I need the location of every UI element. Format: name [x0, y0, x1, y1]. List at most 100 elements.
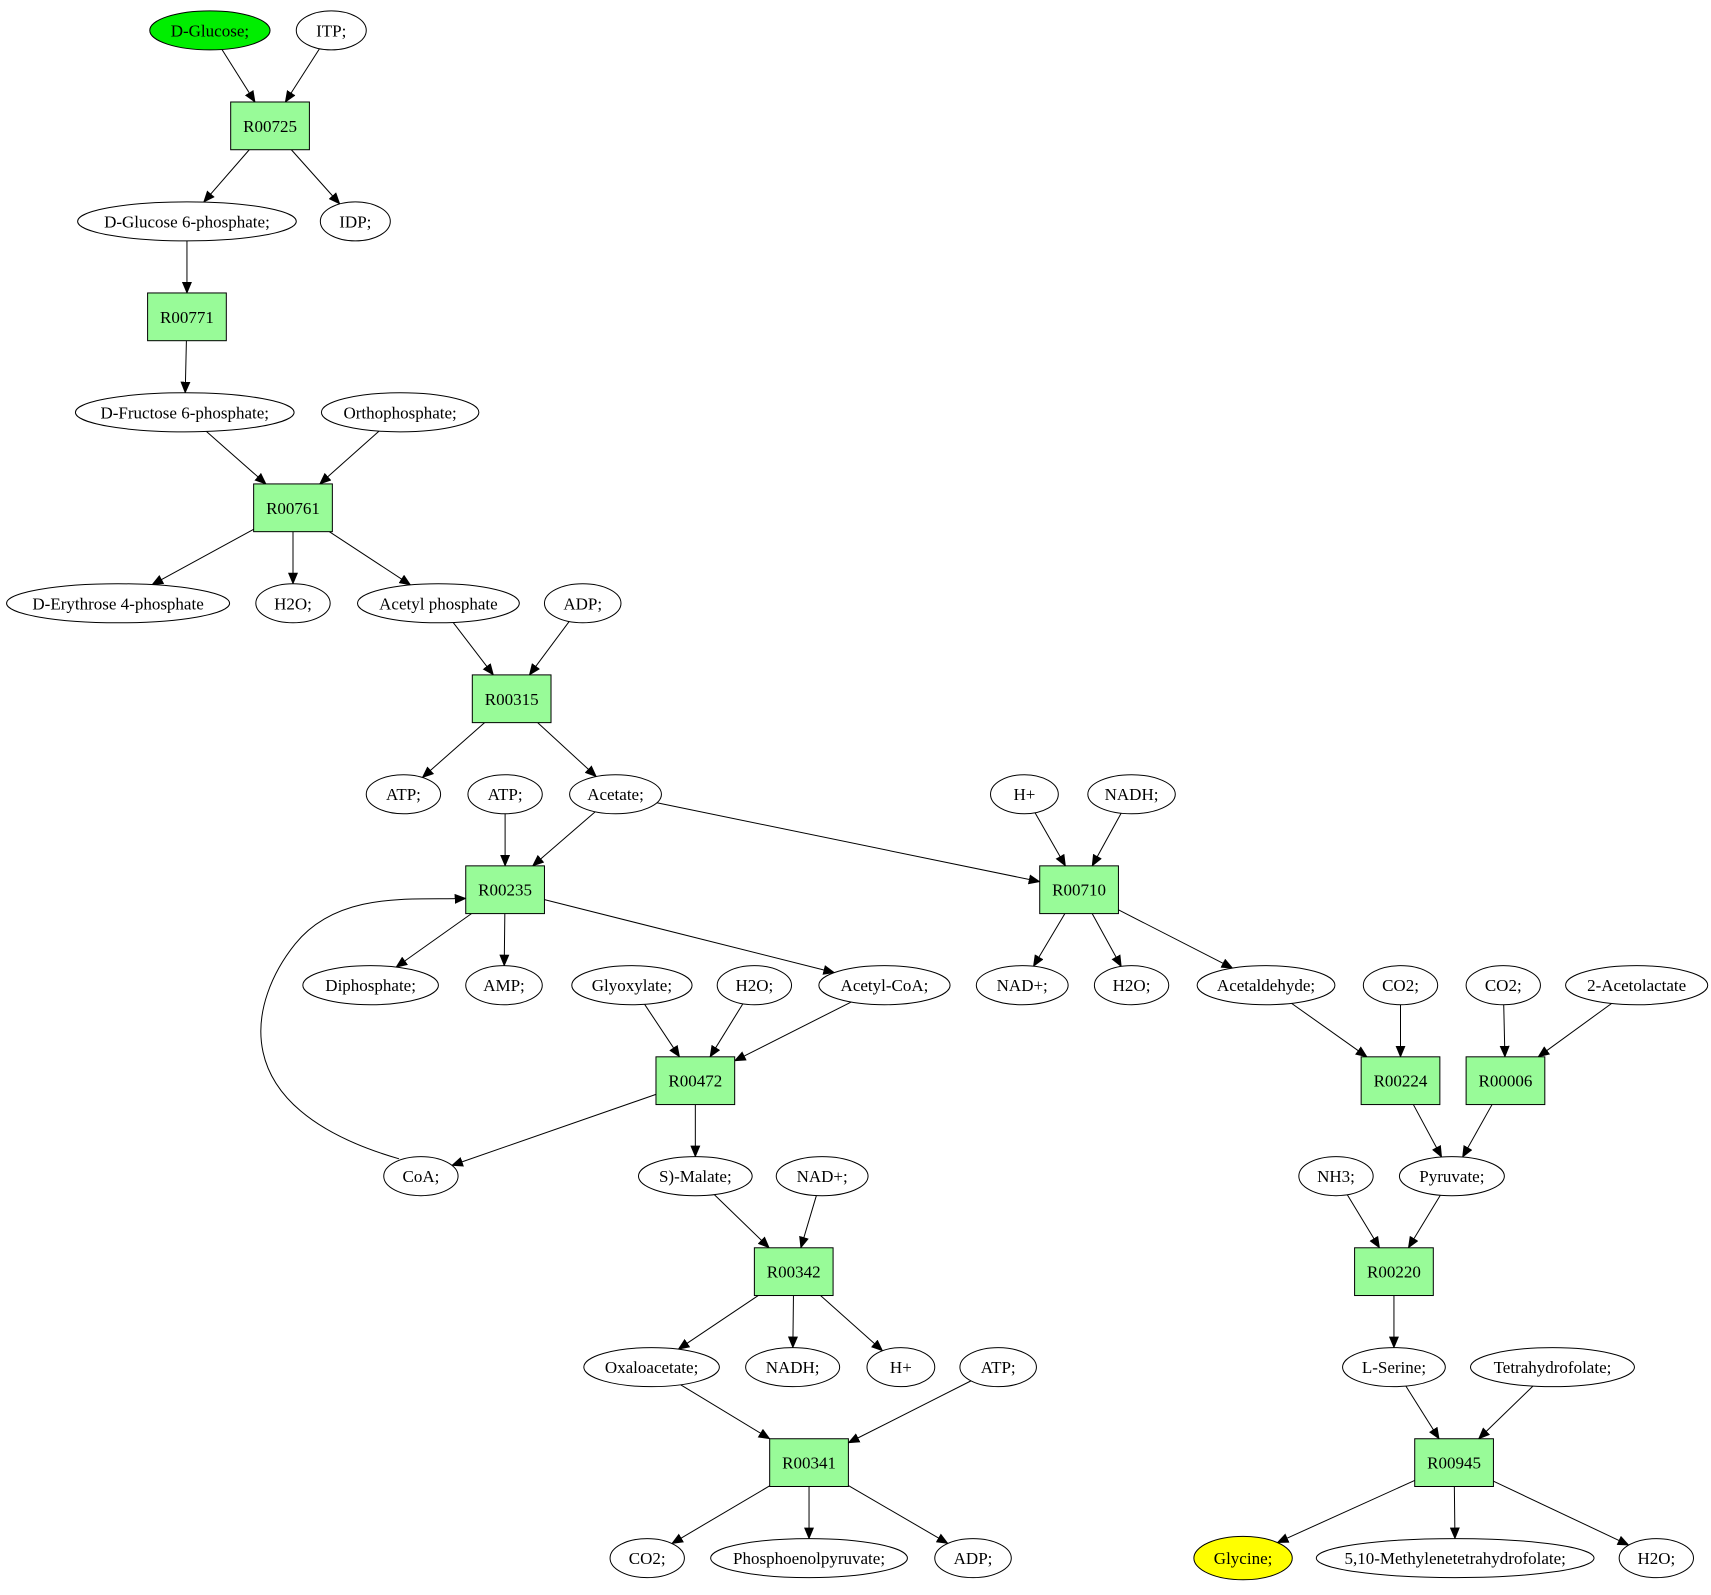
- compound-ellipse: [934, 1538, 1012, 1579]
- compound-ellipse: [255, 583, 331, 624]
- edge-oaa-to-R00341: [680, 1384, 771, 1440]
- reaction-node-R00224[interactable]: R00224: [1360, 1056, 1441, 1106]
- node-label: H2O;: [1113, 976, 1151, 995]
- compound-node-g6p[interactable]: D-Glucose 6-phosphate;: [77, 201, 297, 242]
- compound-node-nh3[interactable]: NH3;: [1298, 1156, 1374, 1197]
- compound-node-acetol[interactable]: 2-Acetolactate: [1565, 965, 1709, 1006]
- compound-node-amp[interactable]: AMP;: [465, 965, 543, 1006]
- compound-node-nadp_1[interactable]: NAD+;: [975, 965, 1069, 1006]
- compound-node-hplus_2[interactable]: H+: [866, 1347, 936, 1388]
- compound-node-atp_3[interactable]: ATP;: [959, 1347, 1037, 1388]
- compound-node-h2o_3[interactable]: H2O;: [1093, 965, 1170, 1006]
- compound-node-atp_2[interactable]: ATP;: [467, 774, 543, 815]
- compound-node-ppi[interactable]: Diphosphate;: [302, 965, 439, 1006]
- reaction-node-R00006[interactable]: R00006: [1465, 1056, 1546, 1106]
- compound-node-acp[interactable]: Acetyl phosphate: [357, 583, 520, 624]
- compound-ellipse: [295, 10, 367, 51]
- compound-ellipse: [745, 1347, 841, 1388]
- compound-node-f6p[interactable]: D-Fructose 6-phosphate;: [74, 392, 295, 433]
- reaction-box: [1360, 1056, 1441, 1106]
- compound-ellipse: [1193, 1535, 1293, 1581]
- compound-node-h2o_4[interactable]: H2O;: [1618, 1538, 1695, 1579]
- compound-node-hplus_1[interactable]: H+: [990, 774, 1059, 815]
- reaction-node-R00315[interactable]: R00315: [471, 674, 552, 724]
- compound-node-e4p[interactable]: D-Erythrose 4-phosphate: [6, 583, 231, 624]
- edge-R00771-to-f6p: [180, 340, 191, 394]
- node-label: 5,10-Methylenetetrahydrofolate;: [1344, 1549, 1565, 1568]
- edge-acp-to-R00315: [452, 622, 494, 676]
- node-label: D-Glucose 6-phosphate;: [104, 212, 270, 231]
- reaction-node-R00710[interactable]: R00710: [1039, 865, 1119, 915]
- compound-node-adp_2[interactable]: ADP;: [934, 1538, 1012, 1579]
- node-label: H2O;: [1637, 1549, 1675, 1568]
- reaction-node-R00761[interactable]: R00761: [253, 483, 333, 533]
- compound-node-itp[interactable]: ITP;: [295, 10, 367, 51]
- compound-node-h2o_2[interactable]: H2O;: [716, 965, 793, 1006]
- compound-ellipse: [1618, 1538, 1695, 1579]
- compound-node-thf[interactable]: Tetrahydrofolate;: [1469, 1347, 1635, 1388]
- compound-ellipse: [1398, 1156, 1505, 1197]
- node-label: 2-Acetolactate: [1587, 976, 1686, 995]
- compound-node-mthf[interactable]: 5,10-Methylenetetrahydrofolate;: [1315, 1538, 1595, 1579]
- compound-node-malate[interactable]: S)-Malate;: [637, 1156, 753, 1197]
- edge-R00315-to-acetate: [537, 722, 597, 778]
- compound-node-gly[interactable]: Glycine;: [1193, 1535, 1293, 1581]
- compound-ellipse: [302, 965, 439, 1006]
- compound-ellipse: [1342, 1347, 1446, 1388]
- compound-node-atp_1[interactable]: ATP;: [365, 774, 442, 815]
- edge-acald-to-R00224: [1291, 1002, 1368, 1058]
- node-label: IDP;: [339, 212, 371, 231]
- compound-ellipse: [6, 583, 231, 624]
- node-label: AMP;: [483, 976, 525, 995]
- compound-ellipse: [383, 1156, 459, 1197]
- compound-ellipse: [775, 1156, 869, 1197]
- compound-ellipse: [609, 1538, 685, 1579]
- compound-node-h2o_1[interactable]: H2O;: [255, 583, 331, 624]
- compound-node-oaa[interactable]: Oxaloacetate;: [583, 1347, 720, 1388]
- node-label: Tetrahydrofolate;: [1494, 1358, 1612, 1377]
- node-label: CoA;: [402, 1167, 439, 1186]
- compound-node-co2_2[interactable]: CO2;: [1465, 965, 1541, 1006]
- compound-node-pep[interactable]: Phosphoenolpyruvate;: [710, 1538, 908, 1579]
- compound-node-glucose[interactable]: D-Glucose;: [149, 10, 271, 51]
- compound-ellipse: [543, 583, 622, 624]
- compound-node-pi[interactable]: Orthophosphate;: [320, 392, 480, 433]
- compound-node-acald[interactable]: Acetaldehyde;: [1196, 965, 1336, 1006]
- compound-node-ser[interactable]: L-Serine;: [1342, 1347, 1446, 1388]
- compound-ellipse: [866, 1347, 936, 1388]
- compound-node-idp[interactable]: IDP;: [319, 201, 391, 242]
- compound-node-nadh_2[interactable]: NADH;: [745, 1347, 841, 1388]
- compound-node-glyox[interactable]: Glyoxylate;: [571, 965, 693, 1006]
- edge-nadh_1-to-R00710: [1091, 812, 1122, 867]
- reaction-node-R00341[interactable]: R00341: [769, 1438, 849, 1487]
- compound-node-nadh_1[interactable]: NADH;: [1087, 774, 1176, 815]
- node-label: Glyoxylate;: [592, 976, 672, 995]
- compound-node-acetate[interactable]: Acetate;: [569, 774, 662, 815]
- compound-node-nadp_2[interactable]: NAD+;: [775, 1156, 869, 1197]
- edge-pi-to-R00761: [319, 430, 380, 485]
- edge-thf-to-R00945: [1477, 1385, 1534, 1440]
- reaction-node-R00220[interactable]: R00220: [1354, 1247, 1434, 1297]
- edge-f6p-to-R00761: [206, 431, 267, 485]
- reaction-node-R00342[interactable]: R00342: [753, 1247, 834, 1297]
- reaction-node-R00472[interactable]: R00472: [655, 1056, 736, 1106]
- compound-node-coa[interactable]: CoA;: [383, 1156, 459, 1197]
- edge-R00342-to-hplus_2: [820, 1295, 884, 1352]
- compound-node-adp_1[interactable]: ADP;: [543, 583, 622, 624]
- reaction-node-R00945[interactable]: R00945: [1414, 1438, 1494, 1487]
- reaction-box: [769, 1438, 849, 1487]
- compound-node-co2_1[interactable]: CO2;: [1362, 965, 1439, 1006]
- compound-node-pyr[interactable]: Pyruvate;: [1398, 1156, 1505, 1197]
- compound-node-accoa[interactable]: Acetyl-CoA;: [818, 965, 951, 1006]
- reaction-node-R00235[interactable]: R00235: [465, 865, 545, 915]
- reaction-node-R00771[interactable]: R00771: [147, 292, 227, 342]
- compound-node-co2_3[interactable]: CO2;: [609, 1538, 685, 1579]
- reaction-node-R00725[interactable]: R00725: [230, 101, 310, 151]
- node-label: R00235: [478, 881, 532, 900]
- edge-nadp_2-to-R00342: [799, 1195, 817, 1249]
- compound-ellipse: [990, 774, 1059, 815]
- reaction-box: [1354, 1247, 1434, 1297]
- edge-R00710-to-acald: [1118, 909, 1234, 969]
- compound-ellipse: [74, 392, 295, 433]
- compound-ellipse: [320, 392, 480, 433]
